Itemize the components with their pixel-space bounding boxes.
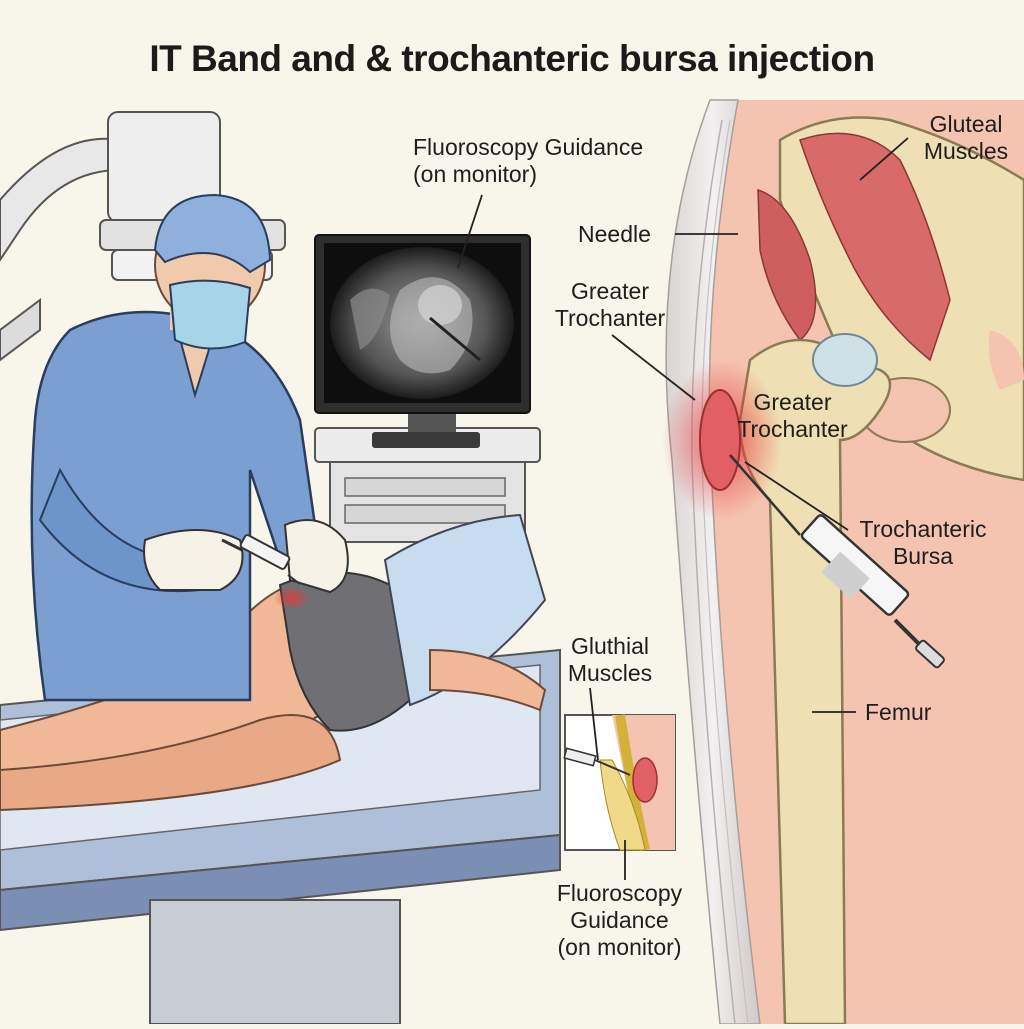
- label-greater-trochanter-bone: Greater Trochanter: [730, 389, 855, 443]
- label-line: Trochanter: [737, 416, 848, 442]
- label-line: Muscles: [567, 660, 653, 686]
- monitor-cart: [314, 427, 541, 543]
- label-fluoroscopy-bottom: Fluoroscopy Guidance (on monitor): [537, 880, 702, 961]
- gluteal-muscles: [757, 132, 951, 362]
- inset-diagram: [563, 714, 676, 852]
- label-line: Bursa: [892, 543, 954, 569]
- label-line: (on monitor): [557, 934, 682, 960]
- label-line: Trochanteric: [859, 516, 987, 542]
- monitor-icon: [314, 234, 531, 448]
- label-greater-trochanter-left: Greater Trochanter: [545, 278, 675, 332]
- label-line: Greater: [753, 389, 832, 415]
- large-syringe-icon: [729, 454, 945, 669]
- doctor: [30, 193, 349, 702]
- label-femur: Femur: [865, 699, 932, 725]
- label-line: Fluoroscopy: [556, 880, 683, 906]
- label-line: Gluteal: [929, 111, 1003, 137]
- label-line: Guidance: [570, 907, 669, 933]
- label-trochanteric-bursa: Trochanteric Bursa: [848, 516, 998, 570]
- label-line: Gluthial: [571, 633, 649, 659]
- label-line: Fluoroscopy Guidance: [413, 134, 644, 160]
- label-gluteal-muscles: Gluteal Muscles: [910, 111, 1022, 165]
- page-title: IT Band and & trochanteric bursa injecti…: [149, 38, 875, 79]
- leader-lines: [457, 137, 909, 880]
- label-line: Trochanter: [554, 305, 666, 331]
- syringe-icon: [221, 534, 301, 585]
- label-line: Greater: [571, 278, 649, 304]
- label-gluthial-muscles: Gluthial Muscles: [550, 633, 670, 687]
- label-fluoroscopy-top: Fluoroscopy Guidance (on monitor): [413, 134, 643, 188]
- label-needle: Needle: [578, 221, 651, 247]
- label-line: Muscles: [923, 138, 1009, 164]
- label-line: (on monitor): [413, 161, 537, 187]
